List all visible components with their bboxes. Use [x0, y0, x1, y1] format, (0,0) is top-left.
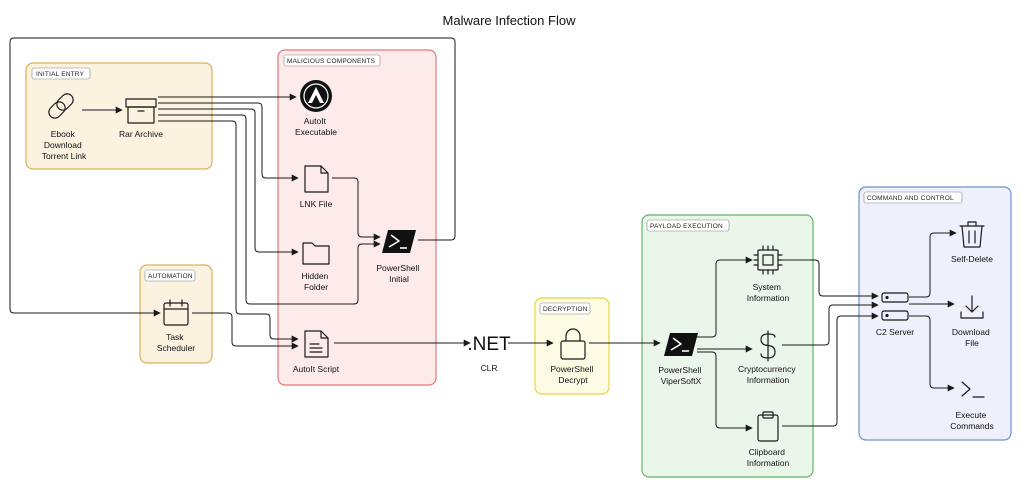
node-autoit-script[interactable]: AutoIt Script [293, 330, 340, 374]
group-initial-entry-label: INITIAL ENTRY [36, 71, 85, 78]
group-automation-label: AUTOMATION [148, 273, 193, 280]
node-system-information-label: System Information [747, 282, 790, 303]
node-powershell-initial-label: PowerShell Initial [376, 263, 421, 284]
group-malicious-components-box [277, 49, 437, 386]
node-cryptocurrency-information[interactable]: Cryptocurrency Information [738, 330, 798, 385]
group-decryption: DECRYPTION [534, 297, 610, 395]
node-c2-server-label: C2 Server [876, 327, 914, 337]
script-file-icon [304, 330, 329, 358]
powershell-icon [382, 230, 416, 253]
node-powershell-vipersoftx[interactable]: PowerShell ViperSoftX [658, 333, 703, 386]
powershell-icon [664, 333, 698, 356]
node-powershell-decrypt-label: PowerShell Decrypt [550, 364, 595, 385]
group-automation-tag [144, 269, 196, 282]
node-self-delete[interactable]: Self-Delete [951, 221, 993, 264]
node-hidden-folder[interactable]: Hidden Folder [301, 242, 330, 292]
node-dotnet-clr[interactable]: .NET CLR [467, 334, 511, 373]
node-autoit-executable-label: AutoIt Executable [295, 116, 337, 137]
group-initial-entry-box [25, 62, 213, 170]
lock-icon [560, 328, 586, 360]
edges [9, 37, 957, 432]
node-download-file-label: Download File [952, 327, 992, 348]
node-autoit-script-label: AutoIt Script [293, 364, 340, 374]
edge-ps-vsx-to-sysinfo [697, 256, 753, 338]
autoit-logo-icon [300, 80, 332, 112]
archive-box-icon [125, 98, 157, 124]
node-ebook-label: Ebook Download Torrent Link [42, 129, 87, 161]
group-command-and-control: COMMAND AND CONTROL [858, 186, 1012, 441]
calendar-icon [163, 299, 189, 326]
edge-c2-to-execute [909, 315, 955, 392]
group-automation-box [139, 264, 213, 364]
file-icon [304, 165, 329, 193]
node-download-file[interactable]: Download File [952, 295, 992, 348]
edge-ps-initial-to-task [9, 37, 456, 317]
cpu-chip-icon [753, 245, 783, 275]
group-decryption-label: DECRYPTION [543, 306, 588, 313]
node-hidden-folder-label: Hidden Folder [301, 271, 330, 292]
node-dotnet-clr-label: CLR [480, 363, 497, 373]
node-task-scheduler[interactable]: Task Scheduler [157, 299, 195, 353]
group-initial-entry-tag [31, 67, 91, 80]
group-initial-entry: INITIAL ENTRY [25, 62, 213, 170]
group-automation: AUTOMATION [139, 264, 213, 364]
dotnet-logo-icon: .NET [467, 334, 511, 355]
edge-sysinfo-to-c2 [782, 259, 879, 300]
edge-rar-to-autoit-script [158, 120, 299, 343]
link-icon [48, 93, 74, 119]
download-icon [960, 295, 984, 319]
dollar-icon [760, 330, 776, 362]
group-payload-execution-label: PAYLOAD EXECUTION [650, 223, 723, 230]
node-clipboard-information-label: Clipboard Information [747, 447, 790, 468]
trash-icon [959, 221, 985, 248]
node-lnk-file[interactable]: LNK File [300, 165, 333, 209]
node-autoit-executable[interactable]: AutoIt Executable [295, 80, 337, 137]
node-lnk-file-label: LNK File [300, 199, 333, 209]
terminal-prompt-icon [961, 381, 985, 398]
diagram-title: Malware Infection Flow [443, 13, 577, 28]
node-rar-archive[interactable]: Rar Archive [119, 98, 163, 139]
group-malicious-components-label: MALICIOUS COMPONENTS [287, 58, 376, 65]
group-command-and-control-label: COMMAND AND CONTROL [867, 195, 954, 202]
group-malicious-components: MALICIOUS COMPONENTS [277, 49, 437, 386]
node-powershell-decrypt[interactable]: PowerShell Decrypt [550, 328, 595, 385]
node-cryptocurrency-information-label: Cryptocurrency Information [738, 364, 798, 385]
node-ebook[interactable]: Ebook Download Torrent Link [42, 91, 87, 161]
group-payload-execution-tag [646, 219, 730, 232]
group-malicious-components-tag [283, 54, 381, 67]
edge-task-to-autoit-script [192, 312, 299, 350]
clipboard-icon [757, 411, 779, 442]
edge-crypto-to-c2 [782, 301, 879, 346]
group-decryption-box [534, 297, 610, 395]
group-decryption-tag [539, 302, 591, 315]
node-task-scheduler-label: Task Scheduler [157, 332, 195, 353]
node-clipboard-information[interactable]: Clipboard Information [747, 411, 790, 468]
node-system-information[interactable]: System Information [747, 245, 790, 303]
node-execute-commands-label: Execute Commands [950, 410, 993, 431]
edge-c2-to-self-delete [909, 229, 957, 298]
edge-lnk-to-ps-initial [332, 177, 381, 241]
edge-ps-vsx-to-clipboard [697, 351, 753, 432]
folder-icon [302, 242, 330, 265]
group-command-and-control-tag [863, 191, 963, 204]
edge-rar-to-lnk [158, 102, 299, 182]
node-self-delete-label: Self-Delete [951, 254, 993, 264]
node-powershell-initial[interactable]: PowerShell Initial [376, 230, 421, 284]
server-icon [881, 292, 909, 321]
node-c2-server[interactable]: C2 Server [876, 292, 914, 337]
edge-rar-to-hidden [158, 108, 299, 256]
node-powershell-vipersoftx-label: PowerShell ViperSoftX [658, 365, 703, 386]
edge-clipboard-to-c2 [782, 312, 879, 427]
node-execute-commands[interactable]: Execute Commands [950, 381, 994, 431]
edge-rar-to-ps-initial [158, 114, 381, 305]
node-rar-archive-label: Rar Archive [119, 129, 163, 139]
group-command-and-control-box [858, 186, 1012, 441]
